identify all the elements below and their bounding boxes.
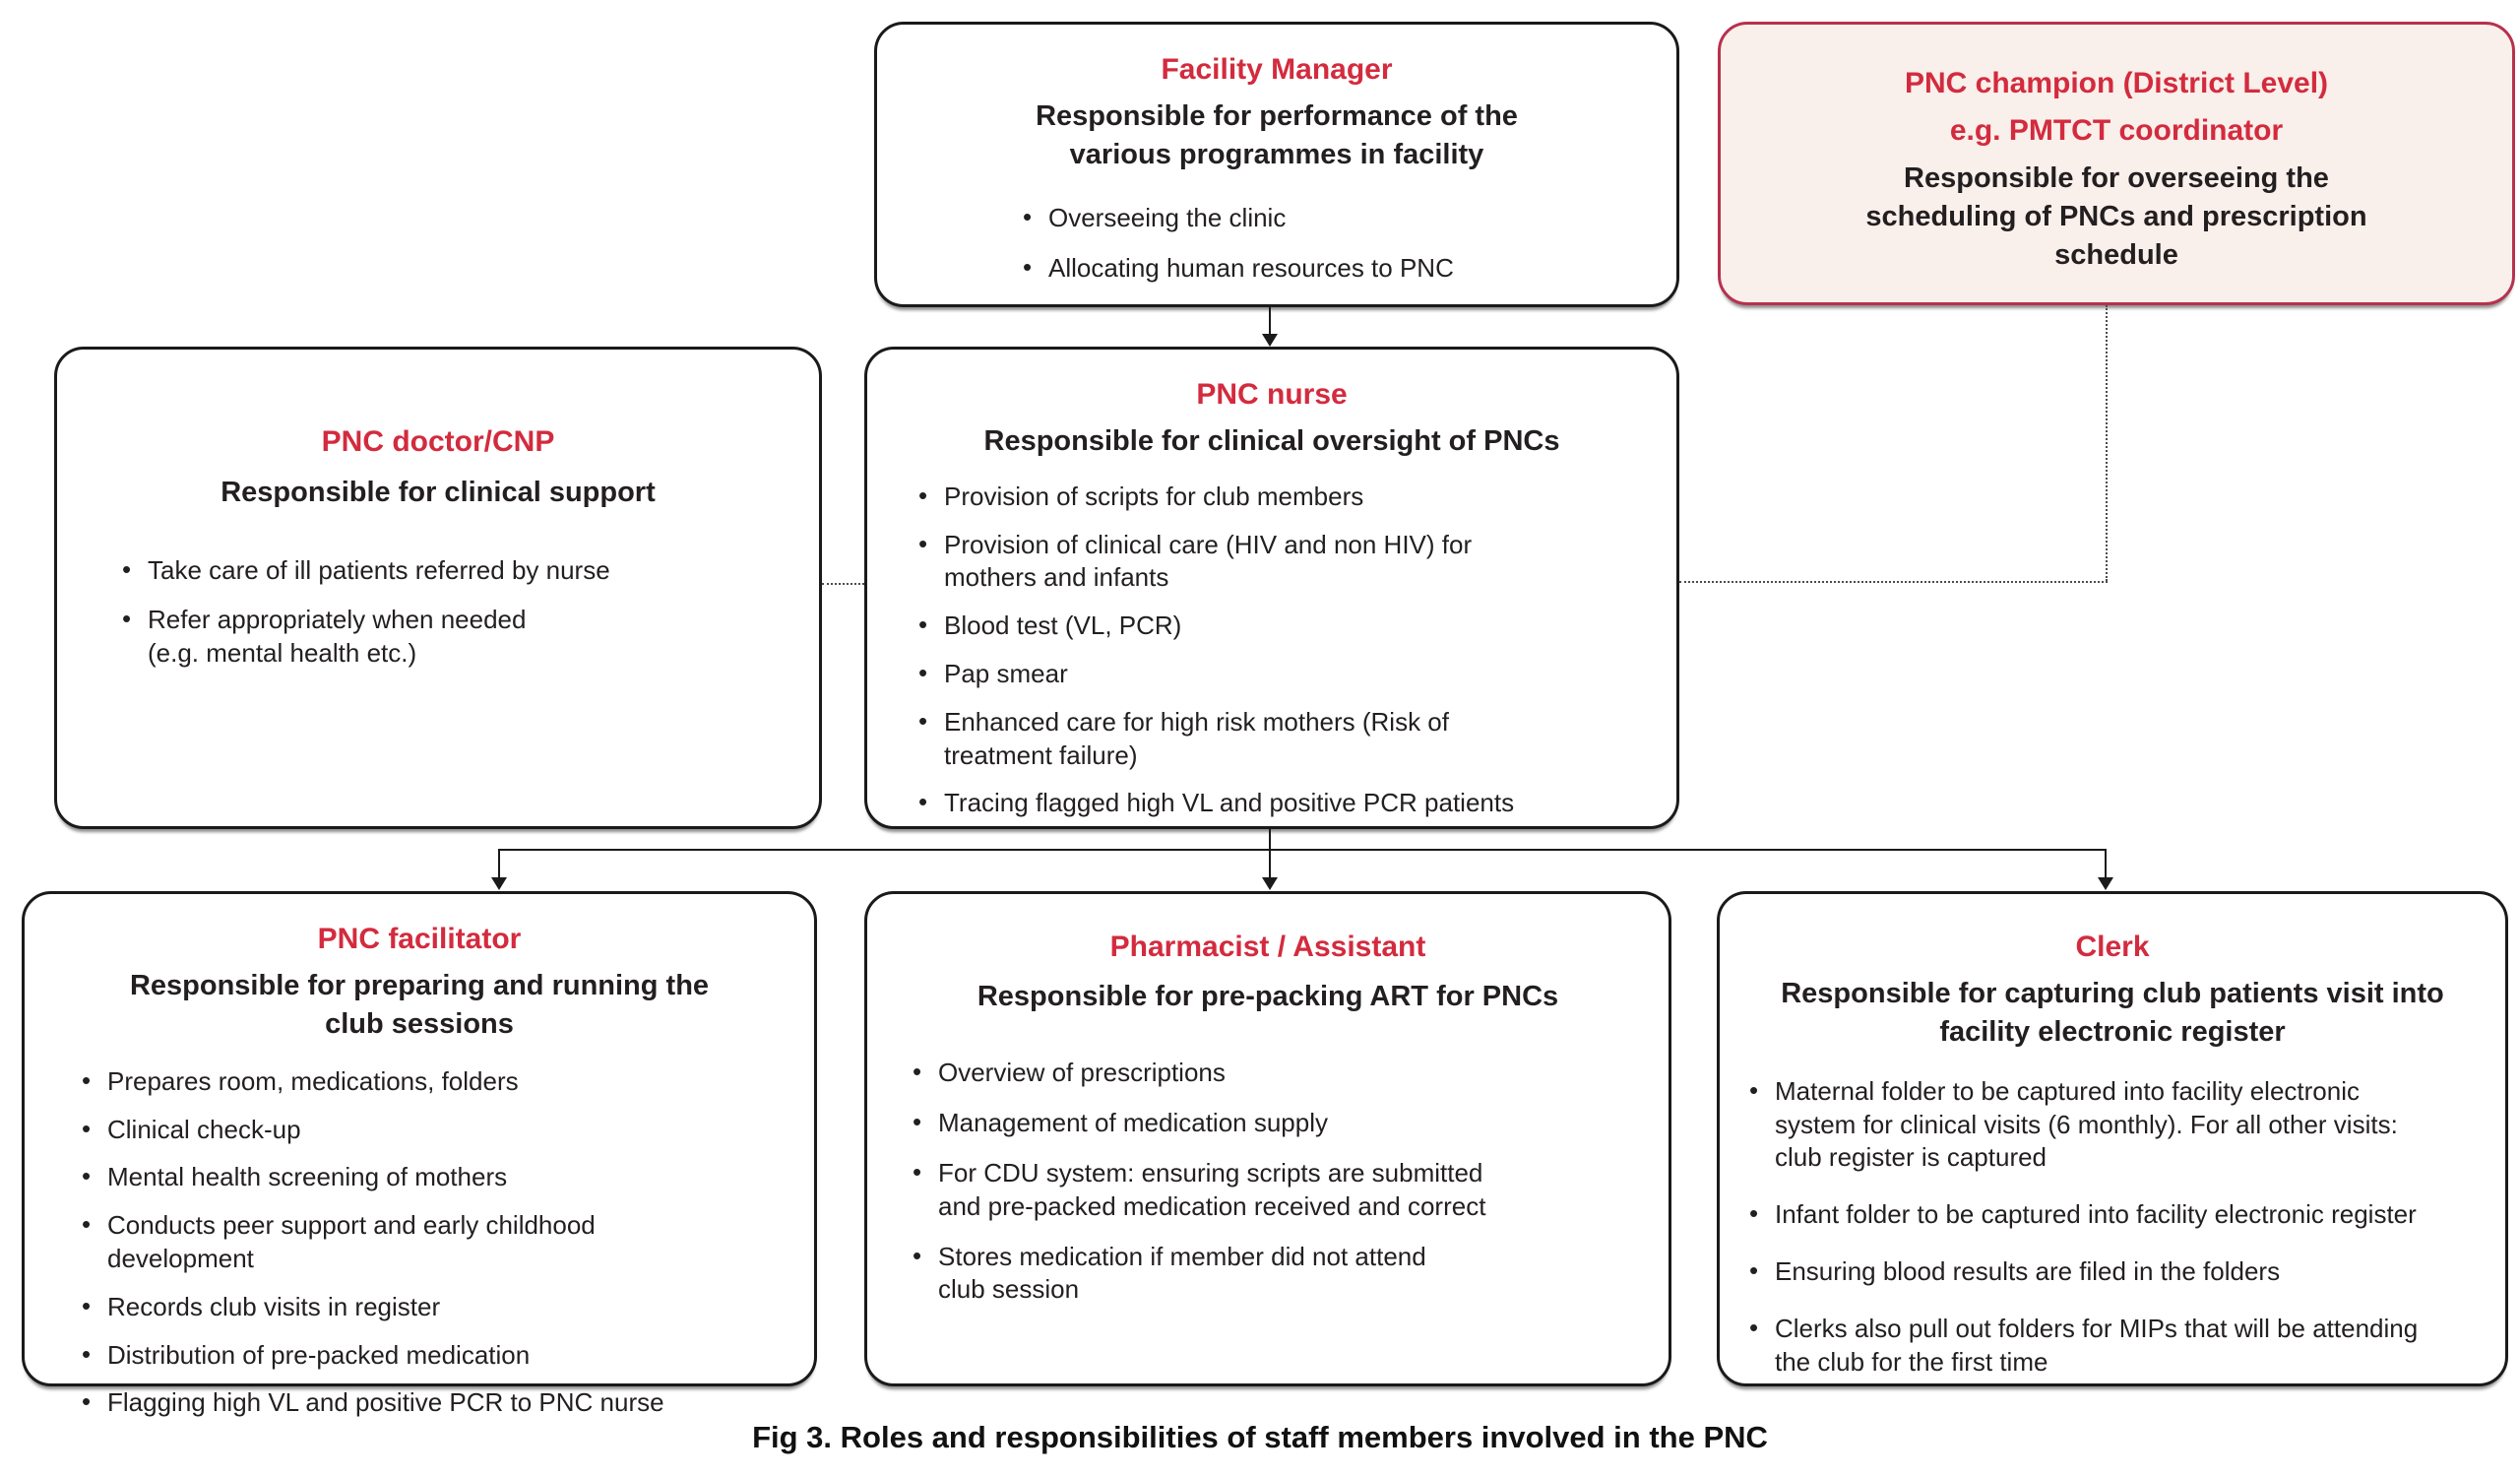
dotted-connector-champion-nurse: [1679, 581, 2108, 583]
bullet-item: Conducts peer support and early childhoo…: [76, 1208, 794, 1276]
bullet-item: Provision of clinical care (HIV and non …: [913, 528, 1657, 596]
bullet-item: Overseeing the clinic: [1017, 201, 1657, 235]
clerk-bullets: Maternal folder to be captured into faci…: [1743, 1074, 2486, 1380]
bullet-item: Take care of ill patients referred by nu…: [116, 553, 799, 588]
clerk-box: Clerk Responsible for capturing club pat…: [1717, 891, 2508, 1386]
arrow-down-icon: [491, 877, 507, 890]
bullet-item: Pap smear: [913, 657, 1657, 691]
arrow-down-icon: [1262, 334, 1278, 347]
connector-facility-to-nurse-line: [1269, 307, 1271, 335]
bullet-item: Prepares room, medications, folders: [76, 1064, 794, 1099]
box-title-line: Clerk: [2075, 931, 2150, 963]
pnc-facilitator-subtitle: Responsible for preparing and running th…: [129, 969, 710, 1040]
bullet-item: Ensuring blood results are filed in the …: [1743, 1254, 2486, 1289]
bullet-item: Stores medication if member did not atte…: [907, 1240, 1649, 1308]
bullet-item: For CDU system: ensuring scripts are sub…: [907, 1156, 1649, 1224]
connector-nurse-drop-line: [1269, 829, 1271, 851]
bullet-item: Provision of scripts for club members: [913, 480, 1657, 514]
pnc-doctor-title: PNC doctor/CNP: [77, 422, 799, 470]
arrow-down-icon: [2098, 877, 2113, 890]
pnc-doctor-bullets: Take care of ill patients referred by nu…: [116, 538, 799, 671]
pnc-champion-title: PNC champion (District Level) e.g. PMTCT …: [1740, 64, 2492, 150]
box-title-line: Facility Manager: [1161, 53, 1393, 86]
bullet-item: Overview of prescriptions: [907, 1056, 1649, 1090]
facility-manager-title: Facility Manager: [897, 50, 1657, 90]
pnc-doctor-subtitle: Responsible for clinical support: [220, 476, 656, 508]
connector-to-clerk-line: [2105, 849, 2107, 878]
facility-manager-box: Facility Manager Responsible for perform…: [874, 22, 1679, 307]
bullet-item: Enhanced care for high risk mothers (Ris…: [913, 705, 1657, 773]
bullet-item: Records club visits in register: [76, 1290, 794, 1324]
connector-to-facilitator-line: [498, 849, 500, 878]
bullet-item: Infant folder to be captured into facili…: [1743, 1197, 2486, 1232]
pnc-nurse-title: PNC nurse: [887, 375, 1657, 415]
connector-to-pharmacist-line: [1269, 849, 1271, 878]
bullet-item: Tracing flagged high VL and positive PCR…: [913, 786, 1657, 820]
arrow-down-icon: [1262, 877, 1278, 890]
box-title-line: PNC doctor/CNP: [321, 424, 555, 458]
bullet-item: Clerks also pull out folders for MIPs th…: [1743, 1312, 2486, 1380]
pnc-nurse-bullets: Provision of scripts for club membersPro…: [913, 480, 1657, 820]
box-title-line: Pharmacist / Assistant: [1109, 930, 1426, 963]
pnc-facilitator-title: PNC facilitator: [44, 920, 794, 959]
box-title-line: e.g. PMTCT coordinator: [1949, 113, 2284, 147]
figure-caption: Fig 3. Roles and responsibilities of sta…: [752, 1420, 1768, 1454]
clerk-title: Clerk: [1739, 928, 2486, 967]
clerk-subtitle: Responsible for capturing club patients …: [1781, 977, 2444, 1048]
pnc-facilitator-box: PNC facilitator Responsible for preparin…: [22, 891, 817, 1419]
bullet-item: Distribution of pre-packed medication: [76, 1338, 794, 1373]
dotted-connector-doctor-nurse: [822, 583, 864, 585]
pnc-champion-box: PNC champion (District Level) e.g. PMTCT …: [1718, 22, 2515, 305]
box-title-line: PNC nurse: [1196, 378, 1348, 411]
box-title-line: PNC champion (District Level): [1904, 67, 2329, 99]
pharmacist-subtitle: Responsible for pre-packing ART for PNCs: [976, 981, 1559, 1013]
bullet-item: Allocating human resources to PNC: [1017, 251, 1657, 286]
pharmacist-bullets: Overview of prescriptionsManagement of m…: [907, 1040, 1649, 1307]
bullet-item: Refer appropriately when needed (e.g. me…: [116, 603, 799, 671]
bullet-item: Mental health screening of mothers: [76, 1160, 794, 1194]
dotted-connector-champion-vertical: [2106, 305, 2108, 581]
pnc-champion-subtitle: Responsible for overseeing the schedulin…: [1865, 162, 2367, 272]
facility-manager-subtitle: Responsible for performance of the vario…: [1036, 99, 1518, 170]
pnc-doctor-box: PNC doctor/CNP Responsible for clinical …: [54, 347, 822, 829]
bullet-item: Blood test (VL, PCR): [913, 609, 1657, 643]
bullet-item: Management of medication supply: [907, 1106, 1649, 1140]
pnc-facilitator-bullets: Prepares room, medications, foldersClini…: [76, 1064, 794, 1420]
bullet-item: Flagging high VL and positive PCR to PNC…: [76, 1385, 794, 1420]
pharmacist-title: Pharmacist / Assistant: [887, 928, 1649, 975]
box-title-line: PNC facilitator: [317, 923, 522, 955]
connector-branch-horizontal-line: [499, 849, 2107, 851]
pnc-nurse-box: PNC nurse Responsible for clinical overs…: [864, 347, 1679, 829]
pnc-nurse-subtitle: Responsible for clinical oversight of PN…: [983, 424, 1560, 457]
bullet-item: Maternal folder to be captured into faci…: [1743, 1074, 2486, 1175]
facility-manager-bullets: Overseeing the clinicAllocating human re…: [1017, 201, 1657, 286]
bullet-item: Clinical check-up: [76, 1113, 794, 1147]
pharmacist-box: Pharmacist / Assistant Responsible for p…: [864, 891, 1671, 1386]
